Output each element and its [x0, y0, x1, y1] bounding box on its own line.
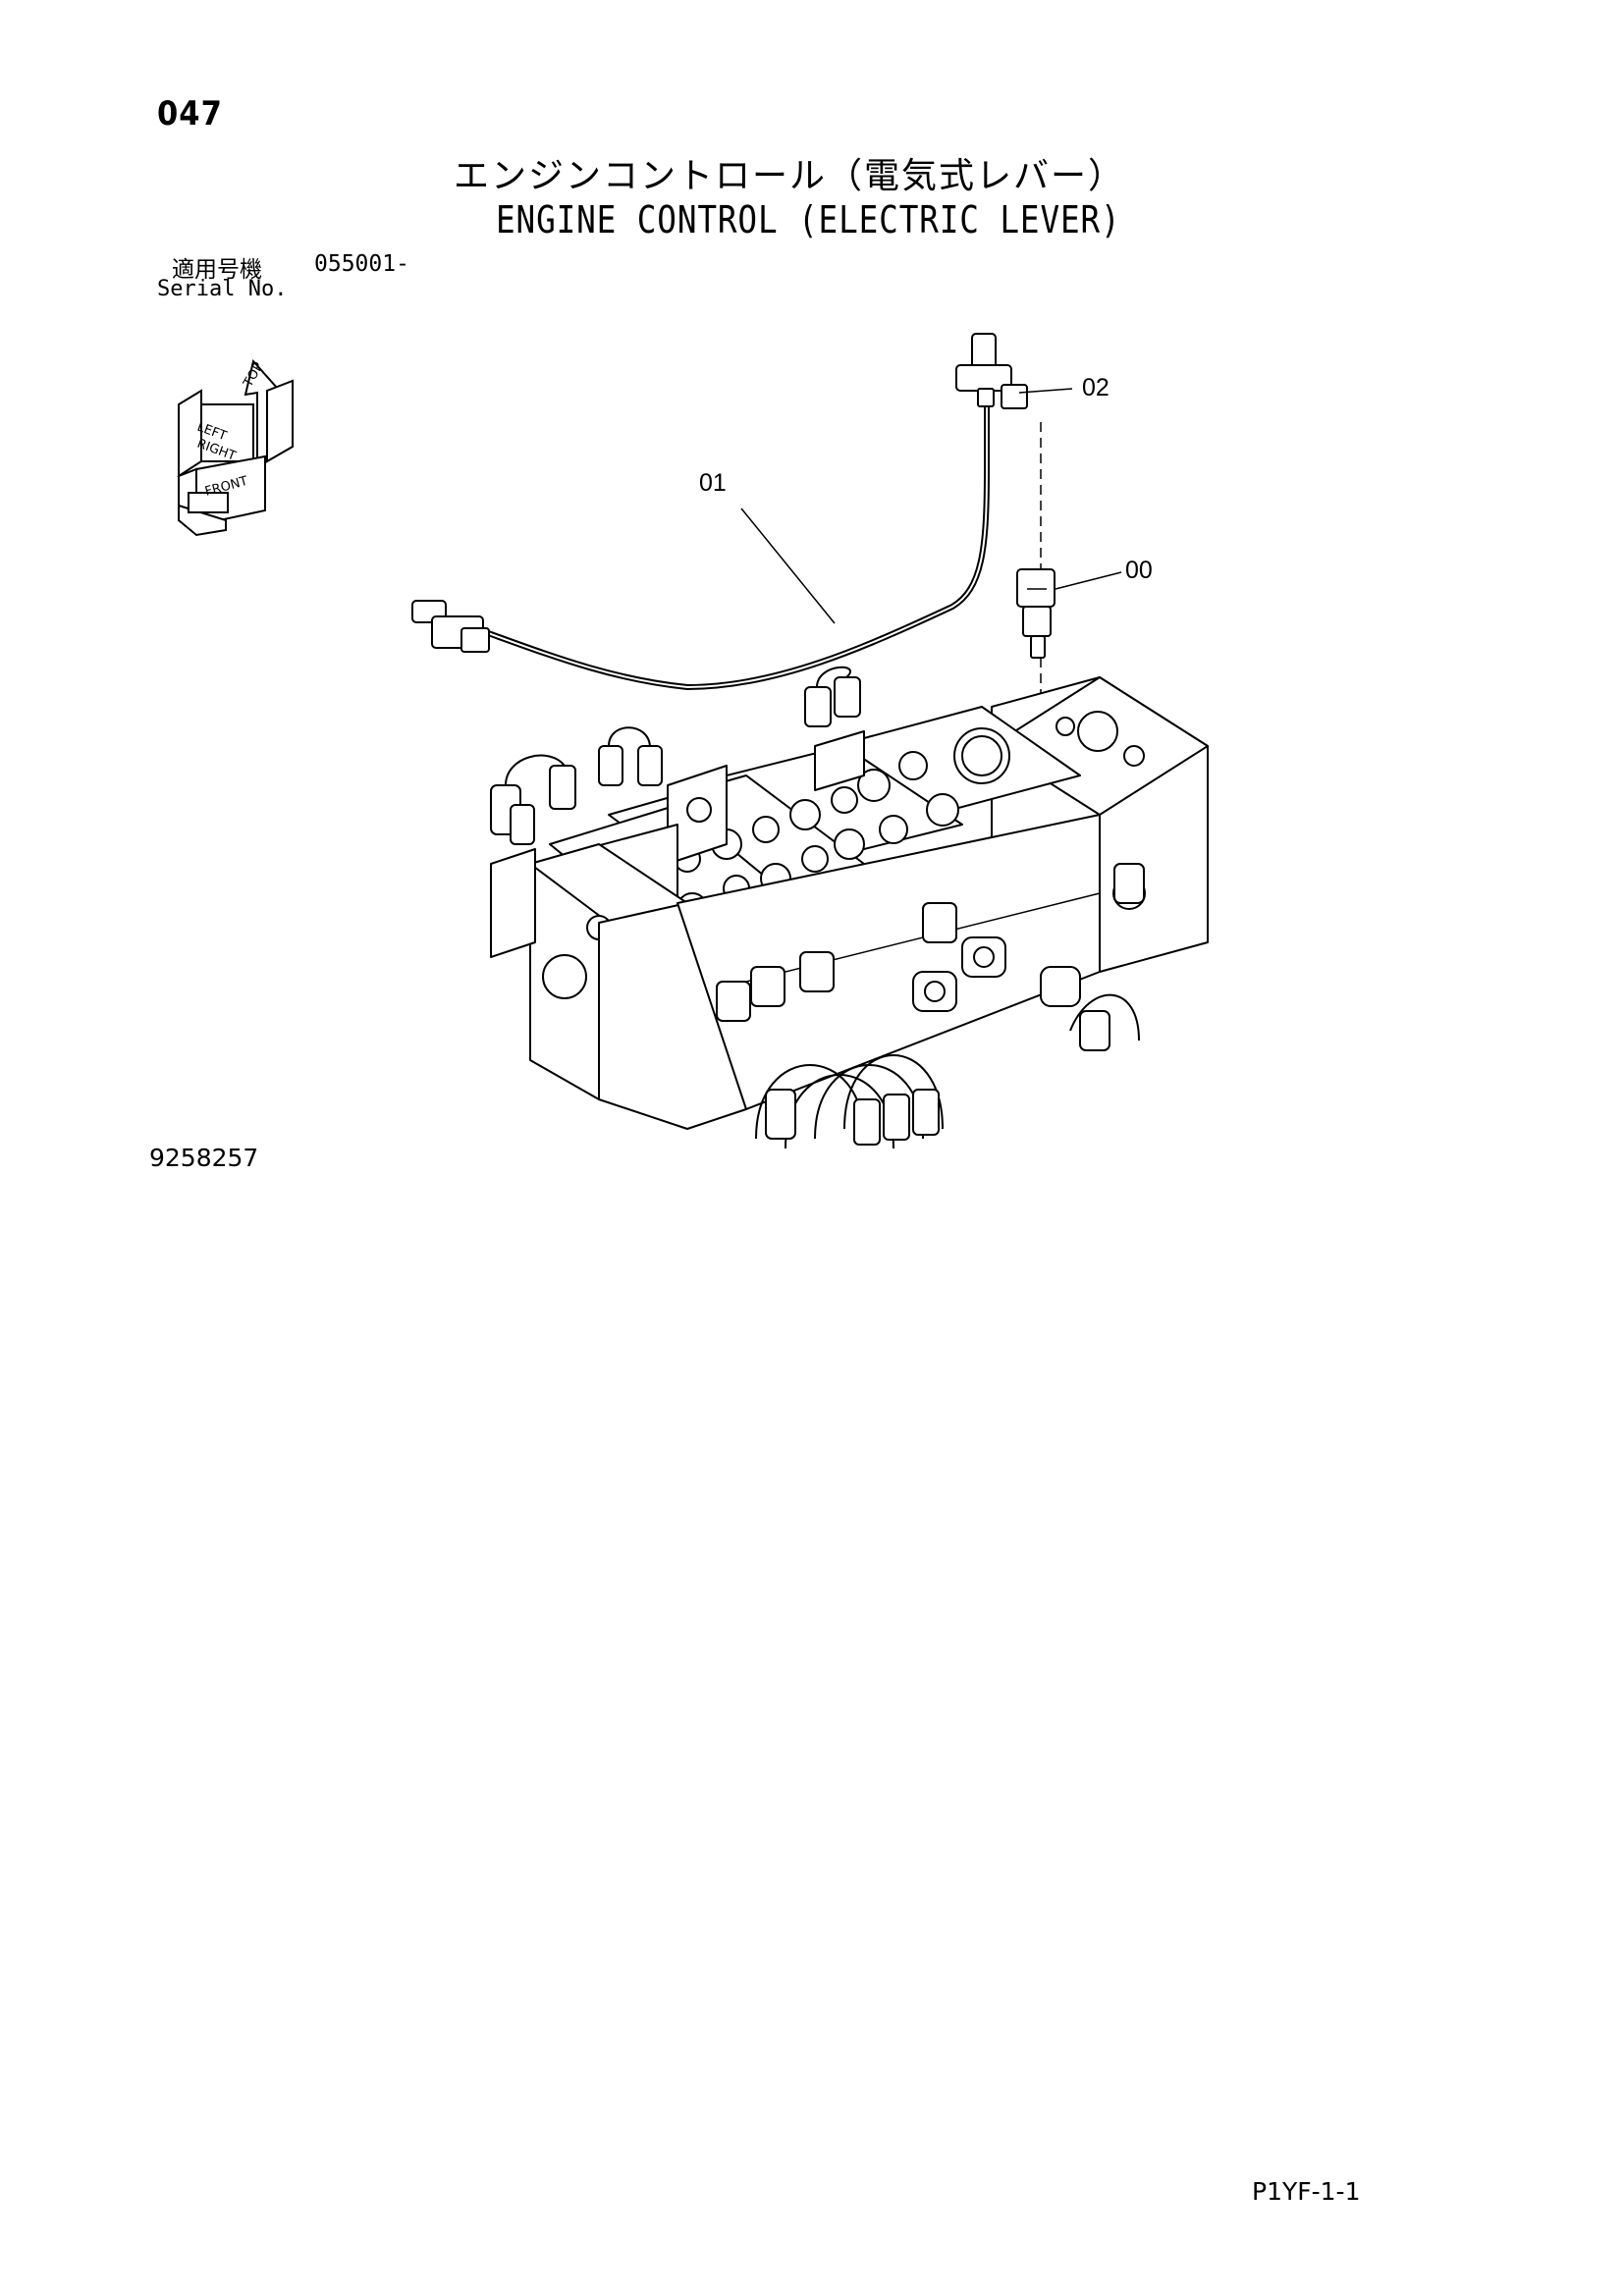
sheet-code: P1YF-1-1	[1252, 2177, 1361, 2206]
orientation-left-label: LEFT	[195, 420, 229, 445]
serial-label-japanese: 適用号機	[172, 257, 262, 283]
page-title-english: ENGINE CONTROL (ELECTRIC LEVER)	[496, 198, 1121, 241]
page-title-japanese: エンジンコントロール（電気式レバー）	[454, 156, 1126, 196]
harness-connector-left	[411, 600, 490, 653]
control-valve-assembly	[490, 666, 1209, 1149]
pressure-switch-part-00	[1016, 568, 1056, 659]
orientation-top-label: TOP	[241, 360, 267, 391]
serial-number-value: 055001-	[314, 251, 409, 277]
serial-label-english: Serial No.	[157, 277, 288, 301]
top-arrow-icon	[244, 358, 279, 469]
orientation-right-label: RIGHT	[195, 437, 238, 464]
callout-label-00: 00	[1125, 557, 1153, 584]
orientation-front-label: FRONT	[203, 474, 249, 500]
connector-part-02	[955, 333, 1028, 409]
drawing-number: 9258257	[149, 1144, 259, 1172]
callout-label-02: 02	[1082, 374, 1110, 401]
page-number: 047	[157, 94, 223, 133]
callout-label-01: 01	[699, 469, 727, 497]
